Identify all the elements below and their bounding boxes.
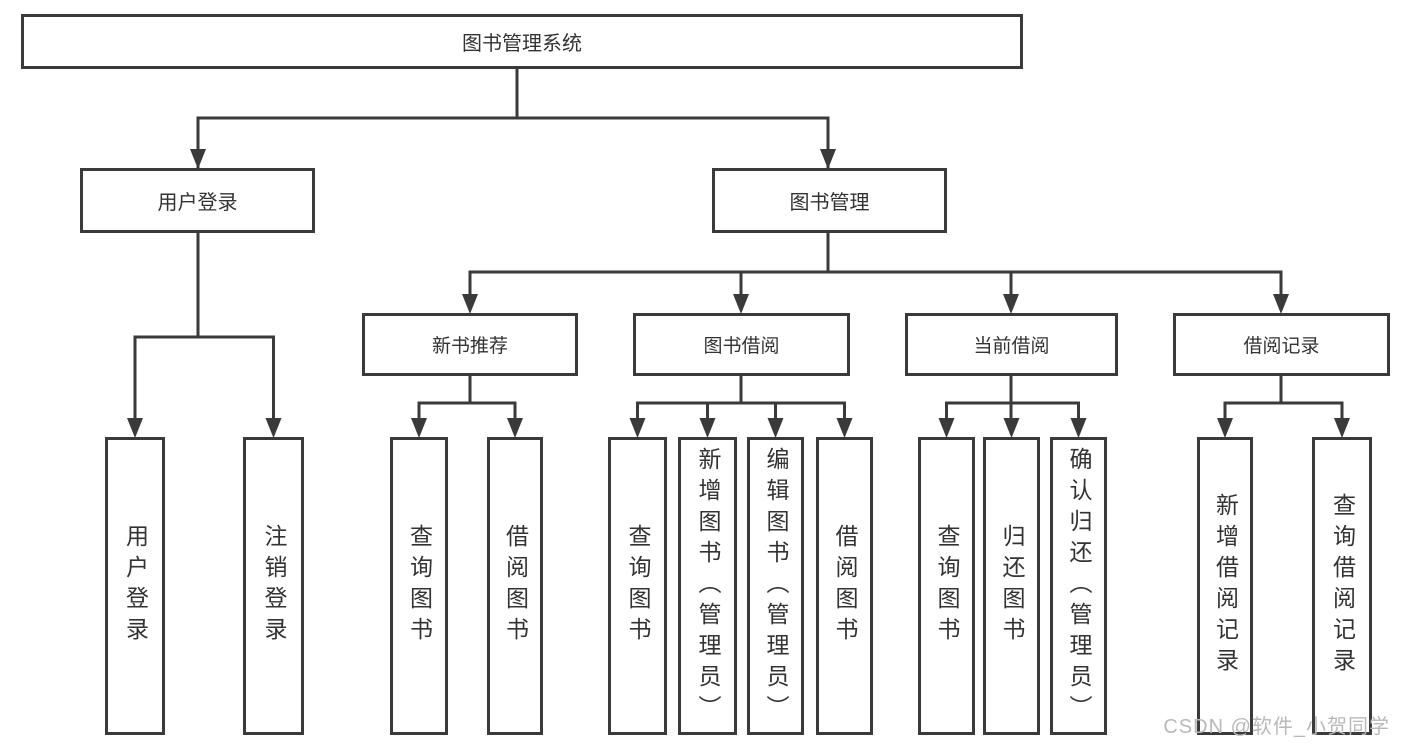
leaf-return-book: 归还图书	[983, 437, 1040, 735]
leaf-add-borrow-record: 新增借阅记录	[1197, 437, 1253, 735]
leaf-user-login: 用户登录	[105, 437, 165, 735]
leaf-user-login-label: 用户登录	[122, 524, 149, 648]
node-current-borrow: 当前借阅	[905, 313, 1118, 376]
node-book-management-label: 图书管理	[789, 192, 870, 214]
leaf-confirm-return-admin: 确认归还（管理员）	[1050, 437, 1107, 735]
node-new-book-recommend: 新书推荐	[362, 313, 578, 376]
leaf-query-books-borrow-label: 查询图书	[625, 524, 651, 648]
node-user-login: 用户登录	[80, 168, 315, 233]
connector-user-login	[133, 233, 275, 434]
leaf-query-books-current-label: 查询图书	[934, 524, 960, 648]
leaf-add-borrow-record-label: 新增借阅记录	[1212, 493, 1239, 679]
leaf-query-books-current: 查询图书	[918, 437, 975, 735]
leaf-logout: 注销登录	[243, 437, 304, 735]
connector-new-book	[417, 376, 517, 434]
leaf-query-books-borrow: 查询图书	[608, 437, 667, 735]
leaf-edit-book-admin-label: 编辑图书（管理员）	[763, 446, 789, 726]
node-root: 图书管理系统	[21, 14, 1023, 69]
connector-borrow-records	[1223, 376, 1344, 434]
node-new-book-recommend-label: 新书推荐	[431, 336, 508, 357]
leaf-borrow-books-borrow: 借阅图书	[816, 437, 873, 735]
node-borrow-records: 借阅记录	[1173, 313, 1390, 376]
csdn-watermark: CSDN @软件_小贺同学	[1163, 716, 1390, 738]
leaf-query-books-recommend: 查询图书	[390, 437, 448, 735]
leaf-borrow-books-recommend-label: 借阅图书	[502, 524, 529, 648]
arrowheads	[127, 149, 1350, 438]
leaf-borrow-books-recommend: 借阅图书	[487, 437, 543, 735]
leaf-query-borrow-record-label: 查询借阅记录	[1329, 493, 1356, 679]
node-current-borrow-label: 当前借阅	[973, 336, 1050, 357]
leaf-add-book-admin: 新增图书（管理员）	[678, 437, 737, 735]
leaf-return-book-label: 归还图书	[999, 524, 1025, 648]
leaf-borrow-books-borrow-label: 借阅图书	[832, 524, 858, 648]
leaf-query-borrow-record: 查询借阅记录	[1312, 437, 1372, 735]
leaf-confirm-return-admin-label: 确认归还（管理员）	[1066, 446, 1092, 726]
node-book-management: 图书管理	[712, 168, 947, 233]
leaf-add-book-admin-label: 新增图书（管理员）	[695, 446, 721, 726]
connector-root	[196, 69, 830, 169]
leaf-query-books-recommend-label: 查询图书	[406, 524, 433, 648]
leaf-edit-book-admin: 编辑图书（管理员）	[747, 437, 804, 735]
node-borrow-records-label: 借阅记录	[1243, 336, 1320, 357]
node-book-borrow: 图书借阅	[633, 313, 850, 376]
node-book-borrow-label: 图书借阅	[703, 336, 780, 357]
leaf-logout-label: 注销登录	[261, 524, 287, 648]
node-user-login-label: 用户登录	[157, 192, 238, 214]
node-root-label: 图书管理系统	[462, 33, 582, 55]
connector-book-borrow	[636, 376, 846, 434]
connector-book-management	[468, 233, 1283, 310]
